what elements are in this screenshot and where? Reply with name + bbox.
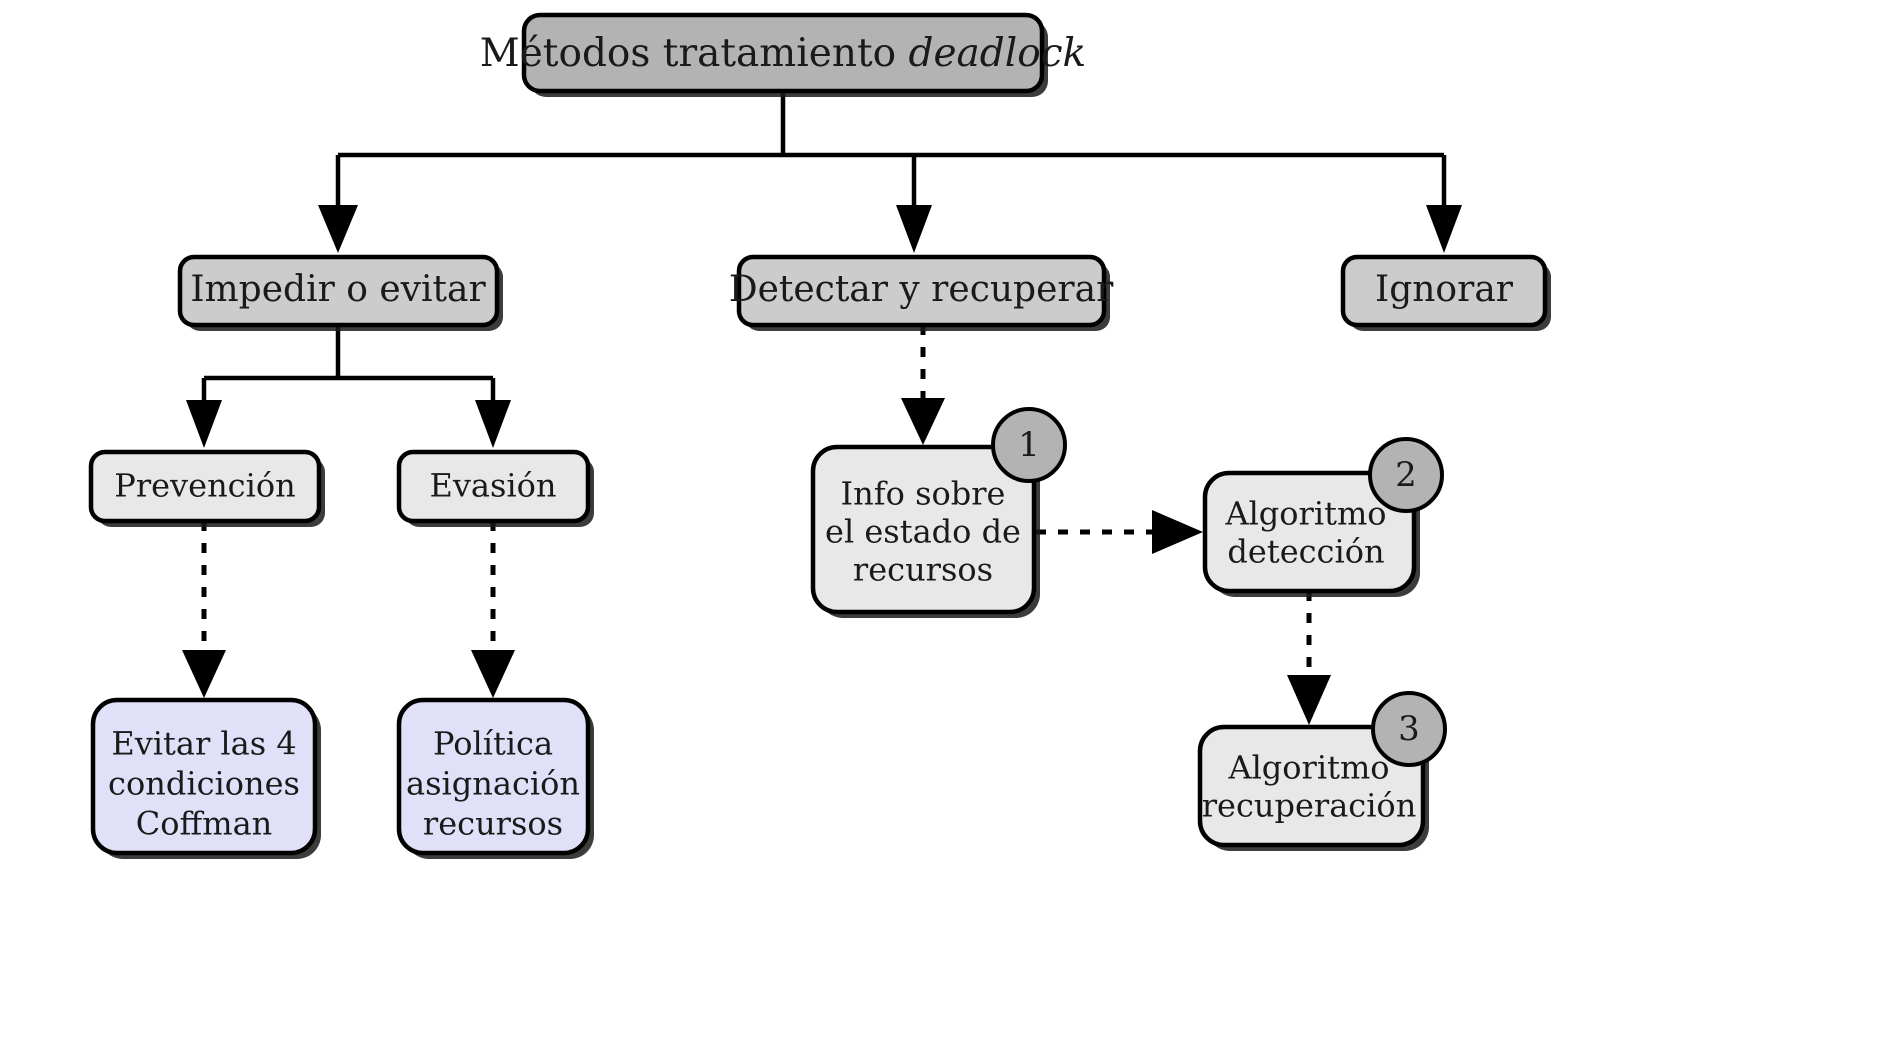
node-root[interactable]: Métodos tratamiento deadlock (480, 12, 1086, 97)
node-algdeteccion-label-line2: detección (1227, 533, 1384, 571)
node-detectar-box[interactable] (736, 254, 1107, 328)
arrowhead-prevencion (186, 400, 222, 448)
node-prevencion-box[interactable] (88, 449, 322, 524)
edges-layer (182, 91, 1462, 725)
node-politica-label-line2: asignación (406, 765, 580, 803)
step-badge-1[interactable]: 1 (991, 407, 1067, 483)
node-algrecuperacion-label-line1: Algoritmo (1227, 749, 1389, 787)
node-coffman-box[interactable] (90, 697, 318, 856)
node-root-box[interactable] (521, 12, 1045, 94)
arrowhead-algrecuperacion (1287, 675, 1331, 725)
step-badge-1-circle[interactable] (991, 407, 1067, 483)
node-coffman[interactable]: Evitar las 4 condiciones Coffman (90, 697, 321, 859)
node-info-label-line1: Info sobre (841, 475, 1006, 513)
node-info-recursos[interactable]: Info sobre el estado de recursos (810, 444, 1040, 618)
node-root-label-italic: deadlock (909, 31, 1087, 76)
step-badge-2[interactable]: 2 (1368, 437, 1444, 513)
node-algrecuperacion-label-line2: recuperación (1202, 787, 1417, 825)
node-algdeteccion-box[interactable] (1202, 470, 1417, 594)
nodes-layer: Métodos tratamiento deadlock Impedir o e… (88, 12, 1551, 859)
arrowhead-algdeteccion (1152, 510, 1203, 554)
node-algdeteccion-label-line1: Algoritmo (1224, 495, 1386, 533)
node-impedir-o-evitar[interactable]: Impedir o evitar (177, 254, 503, 331)
node-algoritmo-recuperacion[interactable]: Algoritmo recuperación (1197, 724, 1429, 851)
node-coffman-label-line2: condiciones (108, 765, 300, 803)
node-evasion-box[interactable] (396, 449, 591, 524)
step-badge-3[interactable]: 3 (1371, 691, 1447, 767)
node-detectar-label: Detectar y recuperar (729, 269, 1114, 310)
arrowhead-evasion (475, 400, 511, 448)
node-info-label-line2: el estado de (825, 513, 1021, 551)
node-politica-box[interactable] (396, 697, 591, 856)
node-info-box[interactable] (810, 444, 1037, 615)
node-politica-label-line1: Política (433, 725, 553, 763)
node-politica[interactable]: Política asignación recursos (396, 697, 594, 859)
node-root-label: Métodos tratamiento deadlock (480, 31, 1086, 76)
node-impedir-box[interactable] (177, 254, 500, 328)
node-algrecuperacion-box[interactable] (1197, 724, 1426, 848)
node-ignorar-box[interactable] (1340, 254, 1548, 328)
arrowhead-ignorar (1426, 205, 1462, 253)
node-ignorar-label: Ignorar (1375, 269, 1514, 310)
arrowhead-detectar (896, 205, 932, 253)
node-detectar-y-recuperar[interactable]: Detectar y recuperar (729, 254, 1114, 331)
node-info-label-line3: recursos (853, 551, 993, 589)
step-badge-1-label: 1 (1018, 425, 1040, 465)
badges-layer: 1 2 3 (991, 407, 1447, 767)
node-coffman-label-line1: Evitar las 4 (111, 725, 296, 763)
step-badge-3-label: 3 (1398, 709, 1420, 749)
arrowhead-coffman (182, 650, 226, 698)
step-badge-2-label: 2 (1395, 455, 1417, 495)
arrowhead-info (901, 398, 945, 445)
step-badge-2-circle[interactable] (1368, 437, 1444, 513)
node-coffman-label-line3: Coffman (136, 805, 273, 843)
node-root-label-plain: Métodos tratamiento (480, 31, 909, 76)
node-prevencion[interactable]: Prevención (88, 449, 325, 527)
node-algoritmo-deteccion[interactable]: Algoritmo detección (1202, 470, 1420, 597)
node-ignorar[interactable]: Ignorar (1340, 254, 1551, 331)
node-evasion-label: Evasión (429, 467, 556, 505)
node-politica-label-line3: recursos (423, 805, 563, 843)
node-prevencion-label: Prevención (114, 467, 295, 505)
arrowhead-politica (471, 650, 515, 698)
arrowhead-impedir (318, 205, 358, 253)
node-impedir-label: Impedir o evitar (190, 269, 486, 310)
node-evasion[interactable]: Evasión (396, 449, 594, 527)
step-badge-3-circle[interactable] (1371, 691, 1447, 767)
